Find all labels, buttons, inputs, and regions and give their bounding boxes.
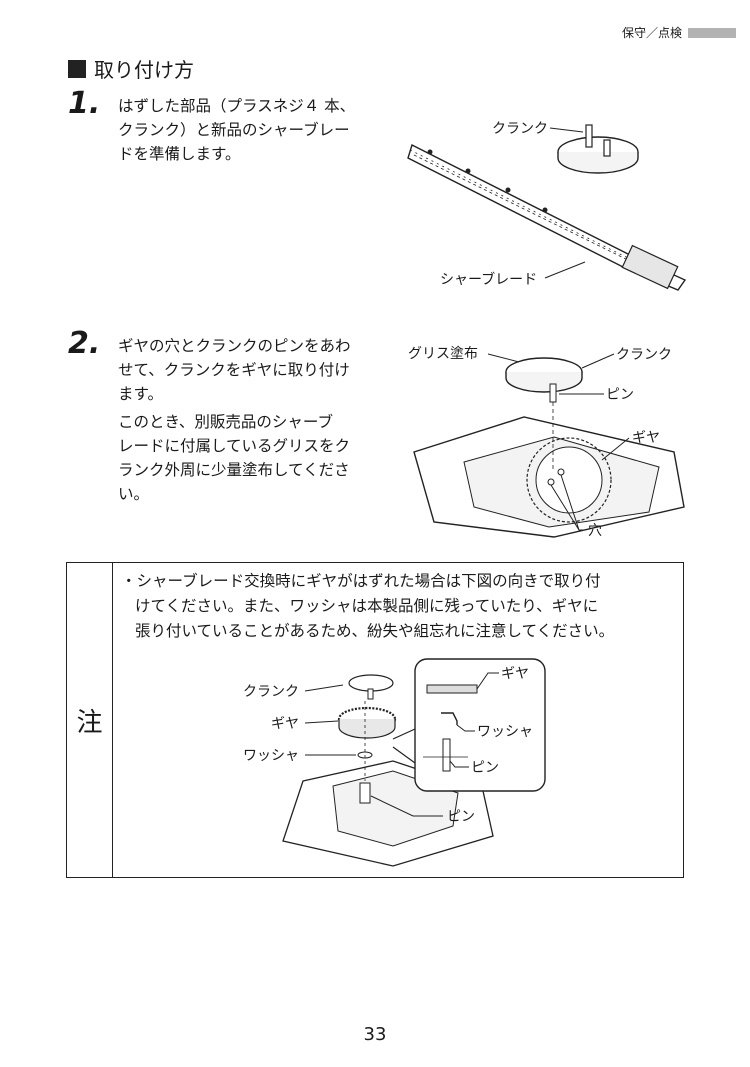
hole-label: 穴	[588, 523, 602, 539]
note-line: 張り付いていることがあるため、紛失や組忘れに注意してください。	[135, 622, 615, 640]
detail-washer-icon	[441, 712, 458, 725]
crank-label: クランク	[492, 121, 548, 137]
step-2-diagram: グリス塗布 クランク ピン ギヤ 穴	[408, 345, 685, 539]
crank-leader-line	[549, 127, 584, 133]
step-1-line: クランク）と新品のシャーブレー	[118, 121, 350, 139]
note-line: ・シャーブレード交換時にギヤがはずれた場合は下図の向きで取り付	[121, 572, 601, 590]
gear-leader-line	[304, 720, 339, 724]
page-header: 保守／点検	[622, 24, 736, 41]
detail-gear-label: ギヤ	[501, 666, 529, 682]
note-text: ・シャーブレード交換時にギヤがはずれた場合は下図の向きで取り付 けてください。ま…	[121, 569, 677, 644]
header-bar	[688, 27, 736, 38]
step-2-line: このとき、別販売品のシャーブ	[118, 413, 333, 431]
step-2-line: い。	[118, 485, 150, 503]
blade-label: シャーブレード	[440, 271, 537, 288]
note-diagram: クランク ギヤ ワッシャ ピン ギヤ ワッシャ ピン	[243, 658, 546, 867]
square-bullet-icon	[68, 59, 86, 78]
detail-pin-leader	[449, 760, 469, 768]
pin-leader-line	[370, 795, 443, 817]
crank-label: クランク	[616, 347, 672, 363]
step-1-number: 1.	[68, 86, 101, 121]
note-box: 注 ・シャーブレード交換時にギヤがはずれた場合は下図の向きで取り付 けてください…	[66, 562, 684, 878]
pin-label: ピン	[606, 387, 634, 403]
step-1-line: はずした部品（プラスネジ４ 本、	[118, 97, 356, 115]
section-title-text: 取り付け方	[94, 58, 194, 82]
grease-leader-line	[487, 353, 520, 363]
step-1-line: ドを準備します。	[118, 145, 241, 163]
header-section-label: 保守／点検	[621, 26, 682, 40]
note-label: 注	[67, 563, 113, 877]
shear-blade-illustration	[407, 144, 687, 291]
step-2-line: ギヤの穴とクランクのピンをあわ	[118, 337, 351, 355]
detail-pin-label: ピン	[471, 760, 499, 776]
hole-leader-line	[550, 474, 586, 531]
detail-gear-icon	[426, 684, 478, 694]
step-1-diagram: クランク シャーブレード	[407, 121, 687, 291]
gear-leader-line	[601, 437, 630, 461]
detail-gear-leader	[476, 672, 499, 690]
crank-illustration	[557, 124, 639, 174]
section-title: 取り付け方	[68, 54, 194, 83]
pin-label: ピン	[447, 809, 475, 825]
grease-label: グリス塗布	[408, 345, 478, 362]
crank-leader-line	[581, 353, 615, 369]
detail-washer-label: ワッシャ	[477, 724, 533, 740]
washer-label: ワッシャ	[243, 748, 299, 764]
gear-label: ギヤ	[271, 716, 299, 732]
crank-illustration	[505, 357, 583, 403]
page-number: 33	[363, 1024, 387, 1045]
detail-washer-leader	[456, 724, 475, 732]
crank-label: クランク	[243, 684, 299, 700]
step-2-text: ギヤの穴とクランクのピンをあわ せて、クランクをギヤに取り付け ます。 このとき…	[118, 334, 408, 510]
crank-illustration	[348, 674, 394, 700]
step-1-text: はずした部品（プラスネジ４ 本、 クランク）と新品のシャーブレー ドを準備します…	[118, 94, 408, 166]
step-2-line: ます。	[118, 385, 163, 403]
blade-leader-line	[544, 261, 586, 279]
crank-leader-line	[304, 684, 344, 692]
step-2-number: 2.	[68, 326, 101, 361]
gear-label: ギヤ	[632, 430, 660, 446]
callout-connector	[392, 728, 416, 764]
detail-pin-icon	[442, 738, 451, 772]
step-2-line: レードに付属しているグリスをク	[118, 437, 351, 455]
step-2-line: せて、クランクをギヤに取り付け	[118, 361, 350, 379]
gear-illustration	[337, 706, 397, 739]
note-line: けてください。また、ワッシャは本製品側に残っていたり、ギヤに	[135, 597, 599, 615]
step-2-line: ランク外周に少量塗布してくださ	[118, 461, 350, 479]
